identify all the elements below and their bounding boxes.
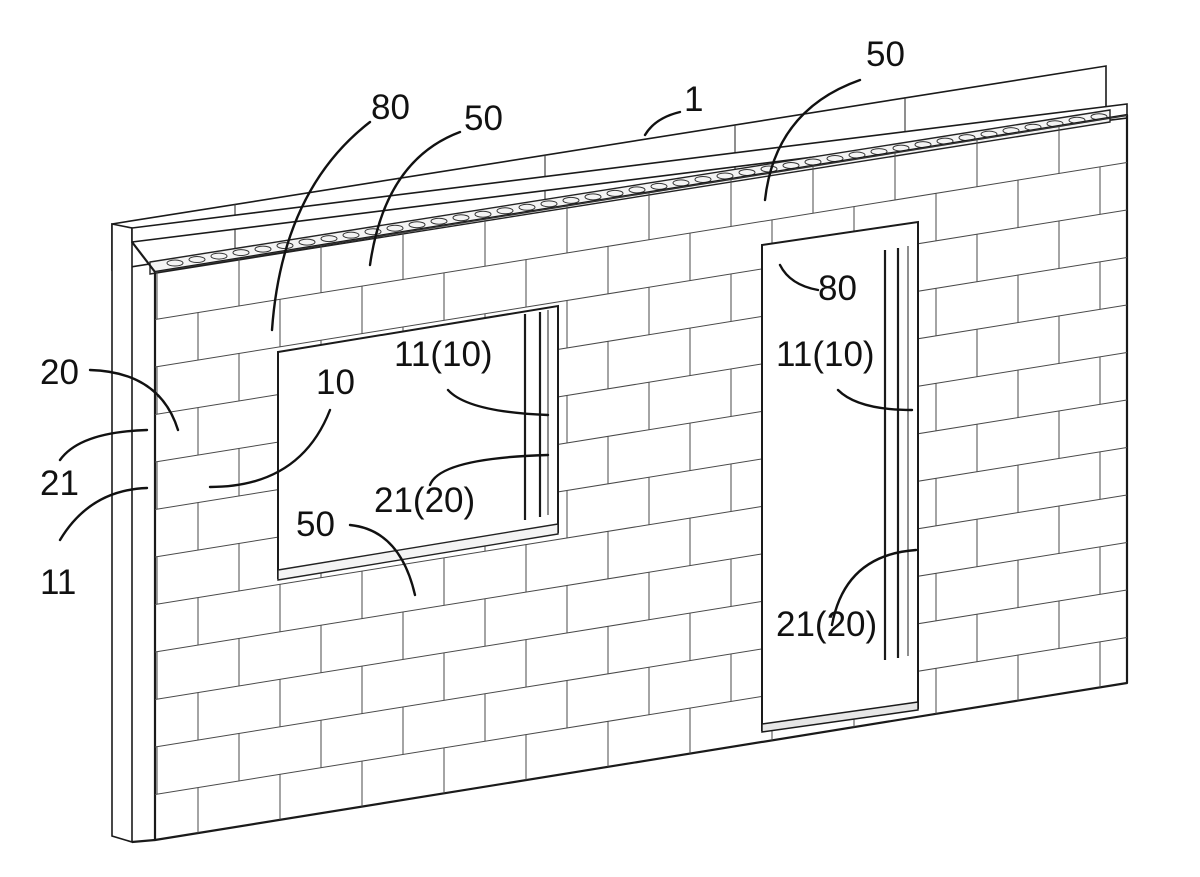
callout-1: 1 [684, 80, 703, 119]
callout-80-right: 80 [818, 269, 857, 308]
callout-21-20-window: 21(20) [374, 481, 475, 520]
callout-11-10-door: 11(10) [776, 335, 875, 374]
callout-20: 20 [40, 353, 79, 392]
callout-50-top-left: 50 [464, 99, 503, 138]
callout-80-left: 80 [371, 88, 410, 127]
window-opening [277, 304, 559, 581]
callout-labels: 1 50 80 50 80 20 10 21 11 11(10) 21(20) … [40, 35, 905, 644]
beam-connectors [166, 113, 1108, 267]
callout-50-top-right: 50 [866, 35, 905, 74]
callout-10: 10 [316, 363, 355, 402]
callout-21: 21 [40, 464, 79, 503]
callout-11: 11 [40, 563, 76, 602]
callout-11-10-window: 11(10) [394, 335, 493, 374]
top-beam [131, 103, 1128, 275]
callout-50-sill: 50 [296, 505, 335, 544]
leader-lines [58, 78, 918, 627]
door-opening [761, 220, 919, 733]
callout-21-20-door: 21(20) [776, 605, 877, 644]
